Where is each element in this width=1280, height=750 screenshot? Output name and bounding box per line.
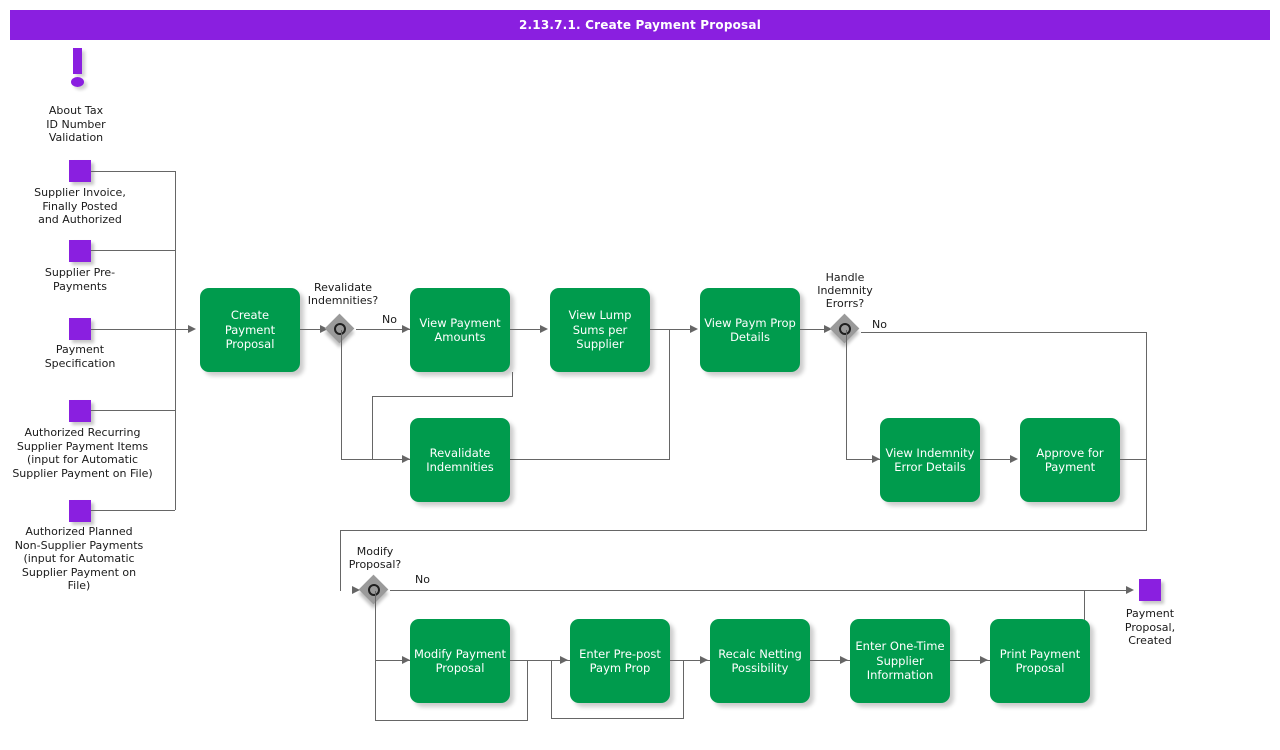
connector-vls-loop-up xyxy=(512,372,513,397)
start-event-label-supplier-pre-payments: Supplier Pre- Payments xyxy=(44,266,116,293)
connector-eppp-to-rnp xyxy=(670,660,710,661)
task-approve-for-payment[interactable]: Approve for Payment xyxy=(1020,418,1120,502)
gateway-label-modify-proposal: Modify Proposal? xyxy=(348,545,402,571)
arrow-into-enter-pre-post-paym-prop xyxy=(560,656,568,664)
connector-create-to-gw1 xyxy=(300,329,322,330)
task-revalidate-indemnities[interactable]: Revalidate Indemnities xyxy=(410,418,510,502)
connector-mpp-loop-v-left xyxy=(375,660,376,721)
arrow-into-view-indemnity-error-details xyxy=(872,455,880,463)
task-enter-one-time-supplier-information[interactable]: Enter One-Time Supplier Information xyxy=(850,619,950,703)
connector-vls-loop-v-right xyxy=(669,329,670,460)
connector-gw2-down-h xyxy=(846,459,880,460)
gateway-revalidate-indemnities[interactable] xyxy=(324,313,356,345)
start-event-label-supplier-invoice: Supplier Invoice, Finally Posted and Aut… xyxy=(34,186,126,226)
task-recalc-netting-possibility[interactable]: Recalc Netting Possibility xyxy=(710,619,810,703)
arrow-into-print-payment-proposal xyxy=(980,656,988,664)
connector-supplier-prepay-h xyxy=(91,250,175,251)
task-view-paym-prop-details[interactable]: View Paym Prop Details xyxy=(700,288,800,372)
arrow-into-view-paym-prop-details xyxy=(690,325,698,333)
arrow-into-end-event xyxy=(1126,586,1134,594)
event-square-icon-supplier-pre-payments[interactable] xyxy=(69,240,91,262)
arrow-into-view-lump-sums xyxy=(540,325,548,333)
edge-label-gw3-no: No xyxy=(415,573,430,586)
connector-right-rail-to-gw3-h xyxy=(340,530,1147,531)
connector-payment-spec-h xyxy=(91,329,188,330)
start-event-label-authorized-planned: Authorized Planned Non-Supplier Payments… xyxy=(14,525,144,592)
task-print-payment-proposal[interactable]: Print Payment Proposal xyxy=(990,619,1090,703)
connector-eotsi-to-ppp xyxy=(950,660,990,661)
arrow-into-modify-payment-proposal xyxy=(402,656,410,664)
connector-eppp-loop-h xyxy=(551,718,684,719)
arrow-into-recalc-netting-possibility xyxy=(700,656,708,664)
connector-ppp-up-to-rail xyxy=(1084,591,1085,620)
gateway-handle-indemnity-errors[interactable] xyxy=(829,313,861,345)
exclamation-icon xyxy=(65,48,91,90)
connector-revalidate-rejoin xyxy=(510,459,670,460)
connector-right-rail-to-gw3-v xyxy=(340,530,341,591)
connector-gw3-down-h xyxy=(375,660,410,661)
gateway-modify-proposal[interactable] xyxy=(358,574,390,606)
arrow-into-view-payment-amounts xyxy=(402,325,410,333)
gateway-inclusive-ring-icon xyxy=(368,584,380,596)
arrow-into-gw3 xyxy=(352,586,360,594)
connector-gw3-down-v xyxy=(375,591,376,660)
connector-vied-to-afp xyxy=(980,459,1012,460)
task-view-indemnity-error-details[interactable]: View Indemnity Error Details xyxy=(880,418,980,502)
connector-afp-rejoin-h xyxy=(1120,459,1146,460)
connector-vls-to-vppd xyxy=(650,329,692,330)
event-square-icon-payment-specification[interactable] xyxy=(69,318,91,340)
task-create-payment-proposal[interactable]: Create Payment Proposal xyxy=(200,288,300,372)
connector-vppd-to-gw2 xyxy=(800,329,827,330)
connector-gw2-no-h xyxy=(861,332,1146,333)
connector-gw2-down-v xyxy=(846,330,847,459)
arrow-into-create-payment-proposal xyxy=(188,325,196,333)
event-square-icon-authorized-recurring[interactable] xyxy=(69,400,91,422)
note-label: About Tax ID Number Validation xyxy=(46,104,106,144)
connector-gw3-no-h xyxy=(390,590,1130,591)
event-square-icon-payment-proposal-created[interactable] xyxy=(1139,579,1161,601)
arrow-into-gw1 xyxy=(320,325,328,333)
arrow-into-approve-for-payment xyxy=(1010,455,1018,463)
event-square-icon-authorized-planned[interactable] xyxy=(69,500,91,522)
connector-auth-recurring-h xyxy=(91,410,175,411)
connector-merge-rail xyxy=(175,171,176,510)
gateway-label-revalidate-indemnities: Revalidate Indemnities? xyxy=(307,281,379,307)
edge-label-gw1-no: No xyxy=(382,313,397,326)
connector-gw1-down-v xyxy=(341,330,342,459)
edge-label-gw2-no: No xyxy=(872,318,887,331)
event-square-icon-supplier-invoice[interactable] xyxy=(69,160,91,182)
gateway-inclusive-ring-icon xyxy=(839,323,851,335)
task-modify-payment-proposal[interactable]: Modify Payment Proposal xyxy=(410,619,510,703)
connector-supplier-invoice-h xyxy=(91,171,175,172)
arrow-into-gw2 xyxy=(824,325,832,333)
connector-vls-loop-v-left xyxy=(372,396,373,460)
exclamation-bar xyxy=(73,48,82,74)
task-enter-pre-post-paym-prop[interactable]: Enter Pre-post Paym Prop xyxy=(570,619,670,703)
gateway-label-handle-indemnity-errors: Handle Indemnity Erorrs? xyxy=(817,271,873,310)
start-event-label-authorized-recurring: Authorized Recurring Supplier Payment It… xyxy=(12,426,153,480)
connector-auth-planned-h xyxy=(91,510,175,511)
gateway-inclusive-ring-icon xyxy=(334,323,346,335)
connector-gw2-no-v xyxy=(1146,332,1147,530)
connector-vpa-to-vls xyxy=(510,329,542,330)
connector-gw1-no-h xyxy=(356,329,410,330)
start-event-label-payment-specification: Payment Specification xyxy=(44,343,116,370)
task-view-lump-sums-per-supplier[interactable]: View Lump Sums per Supplier xyxy=(550,288,650,372)
page-title: 2.13.7.1. Create Payment Proposal xyxy=(10,10,1270,40)
end-event-label: Payment Proposal, Created xyxy=(1124,607,1176,647)
arrow-into-enter-one-time-supplier-information xyxy=(840,656,848,664)
connector-mpp-to-eppp xyxy=(510,660,570,661)
connector-mpp-loop-v-right xyxy=(527,660,528,720)
connector-rnp-to-eotsi xyxy=(810,660,850,661)
connector-vls-loop-h-top xyxy=(372,396,513,397)
exclamation-dot xyxy=(71,77,84,87)
connector-eppp-loop-v-left xyxy=(551,660,552,719)
task-view-payment-amounts[interactable]: View Payment Amounts xyxy=(410,288,510,372)
connector-eppp-loop-v-right xyxy=(683,660,684,718)
connector-mpp-loop-h xyxy=(375,720,528,721)
